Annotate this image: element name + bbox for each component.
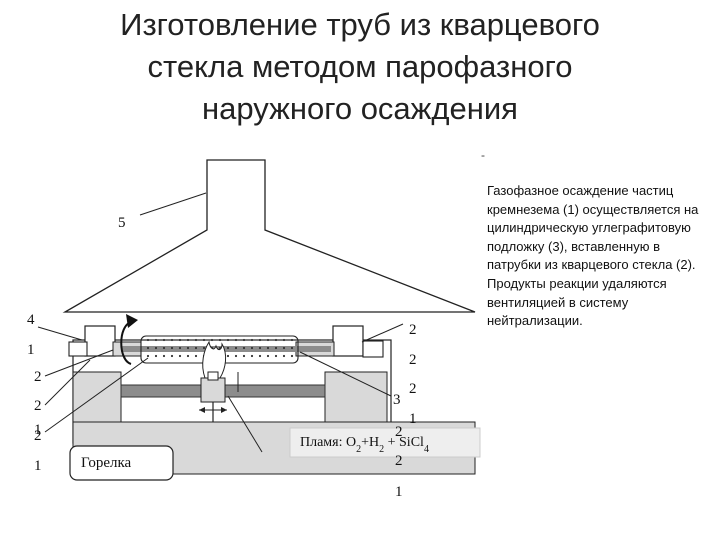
ventilation-hood — [62, 159, 476, 313]
leader-nozzle-left — [44, 359, 91, 406]
title-line: стекла методом парофазного — [147, 49, 573, 84]
leader-drive — [37, 326, 83, 341]
page-title: Изготовление труб из кварцевого стекла м… — [60, 4, 660, 130]
rotation-arrowhead — [126, 314, 138, 328]
label-silica: 1 — [395, 484, 403, 500]
flame-callout-box — [289, 427, 481, 458]
quartz-nozzle-right — [362, 340, 384, 358]
left-support — [72, 371, 122, 423]
flame-o-sub: 2 — [356, 444, 361, 455]
movement-arrowhead-left — [199, 407, 205, 413]
flame-plus-h: +H — [361, 435, 379, 450]
label-hood: 5 — [118, 215, 126, 231]
flame-h-sub: 2 — [379, 444, 384, 455]
label-quartz-nozzle: 2 — [34, 369, 42, 385]
process-description: Газофазное осаждение частиц кремнезема (… — [487, 183, 699, 329]
label-silica: 1 — [34, 422, 42, 438]
label-silica: 1 — [409, 411, 417, 427]
label-quartz-nozzle: 2 — [34, 428, 42, 444]
side-dash: - — [481, 148, 485, 162]
leader-nozzle-right — [361, 323, 404, 343]
label-quartz-nozzle: 2 — [34, 398, 42, 414]
title-line: наружного осаждения — [202, 91, 518, 126]
burner-nozzle — [207, 371, 219, 381]
quartz-nozzle-left — [68, 341, 88, 357]
label-silica: 1 — [34, 458, 42, 474]
movement-arrowhead-right — [221, 407, 227, 413]
burner-label: Горелка — [81, 455, 132, 471]
label-quartz-nozzle: 2 — [395, 453, 403, 469]
leader-hood — [139, 192, 207, 216]
leader-silica-left — [44, 357, 149, 433]
burner-body — [200, 377, 226, 403]
label-substrate: 3 — [393, 392, 401, 408]
flame-shape — [202, 340, 227, 379]
leader-nozzle-left-top — [44, 349, 114, 377]
label-quartz-nozzle: 2 — [409, 381, 417, 397]
leader-substrate — [299, 351, 392, 397]
burner-label-box — [69, 445, 174, 481]
label-quartz-nozzle: 2 — [409, 352, 417, 368]
flame-plus-sicl: + SiCl — [384, 435, 424, 450]
label-drive: 4 — [27, 312, 35, 328]
label-silica: 1 — [27, 342, 35, 358]
flame-composition: Пламя: O2+H2 + SiCl4 — [300, 435, 429, 455]
right-support-top — [332, 325, 364, 357]
label-quartz-nozzle: 2 — [409, 322, 417, 338]
leader-burner — [227, 395, 263, 453]
label-quartz-nozzle: 2 — [395, 424, 403, 440]
flame-prefix: Пламя: O — [300, 435, 356, 450]
title-line: Изготовление труб из кварцевого — [120, 7, 600, 42]
flame-cl-sub: 4 — [424, 444, 429, 455]
left-support-top — [84, 325, 116, 357]
